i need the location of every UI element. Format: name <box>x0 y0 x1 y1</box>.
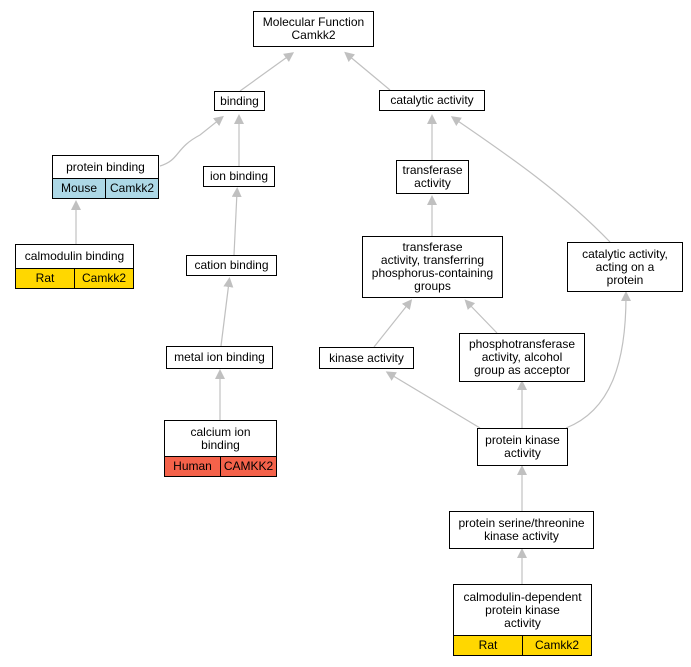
species-label: Rat <box>35 271 55 285</box>
annotation-row: Human CAMKK2 <box>164 456 277 477</box>
node-binding[interactable]: binding <box>214 91 265 111</box>
node-protein-kinase-activity[interactable]: protein kinase activity <box>477 428 568 466</box>
node-label: protein binding <box>66 159 145 174</box>
species-label: Human <box>173 459 212 473</box>
node-label: calmodulin-dependent protein kinase acti… <box>463 589 582 630</box>
edge-binding-to-molecular-function <box>239 52 295 92</box>
edge-metal-to-cation <box>220 277 234 347</box>
edge-cation-to-ion <box>231 187 242 256</box>
gene-label: Camkk2 <box>522 636 591 655</box>
node-phosphotransferase-alcohol[interactable]: phosphotransferase activity, alcohol gro… <box>459 333 585 382</box>
node-cation-binding[interactable]: cation binding <box>186 255 277 276</box>
node-molecular-function[interactable]: Molecular Function Camkk2 <box>253 11 374 47</box>
edge-protein-kinase-to-kinase <box>385 371 481 429</box>
edge-protein-binding-to-binding <box>159 115 224 167</box>
annotation-row: Mouse Camkk2 <box>52 178 159 199</box>
edge-kinase-to-phosphorus <box>373 299 413 348</box>
edge-catalytic-protein-to-catalytic <box>450 116 611 243</box>
species-label: Mouse <box>60 181 98 195</box>
node-transferase-phosphorus[interactable]: transferase activity, transferring phosp… <box>362 236 503 298</box>
node-calcium-ion-binding[interactable]: calcium ion binding Human CAMKK2 <box>164 420 277 477</box>
edge-protein-kinase-to-catalytic-protein <box>565 291 631 429</box>
node-transferase-activity[interactable]: transferase activity <box>396 160 469 194</box>
node-label: calmodulin binding <box>24 249 125 263</box>
node-metal-ion-binding[interactable]: metal ion binding <box>166 346 273 369</box>
node-catalytic-on-protein[interactable]: catalytic activity, acting on a protein <box>567 242 683 292</box>
node-calmodulin-binding[interactable]: calmodulin binding Rat Camkk2 <box>15 244 134 289</box>
node-ser-thr-kinase[interactable]: protein serine/threonine kinase activity <box>449 511 594 549</box>
node-kinase-activity[interactable]: kinase activity <box>319 347 414 369</box>
node-protein-binding[interactable]: protein binding Mouse Camkk2 <box>52 155 159 199</box>
edge-catalytic-to-molecular-function <box>344 51 391 91</box>
node-catalytic-activity[interactable]: catalytic activity <box>379 90 485 111</box>
species-label: Rat <box>478 638 498 652</box>
annotation-row: Rat Camkk2 <box>15 268 134 289</box>
node-label: calcium ion binding <box>190 424 251 452</box>
edge-phosphotransferase-to-phosphorus <box>464 299 498 334</box>
node-camk-dependent[interactable]: calmodulin-dependent protein kinase acti… <box>453 584 592 656</box>
gene-label: Camkk2 <box>105 179 158 198</box>
gene-label: Camkk2 <box>74 269 133 288</box>
node-ion-binding[interactable]: ion binding <box>203 166 275 187</box>
annotation-row: Rat Camkk2 <box>453 635 592 656</box>
gene-label: CAMKK2 <box>220 457 276 476</box>
